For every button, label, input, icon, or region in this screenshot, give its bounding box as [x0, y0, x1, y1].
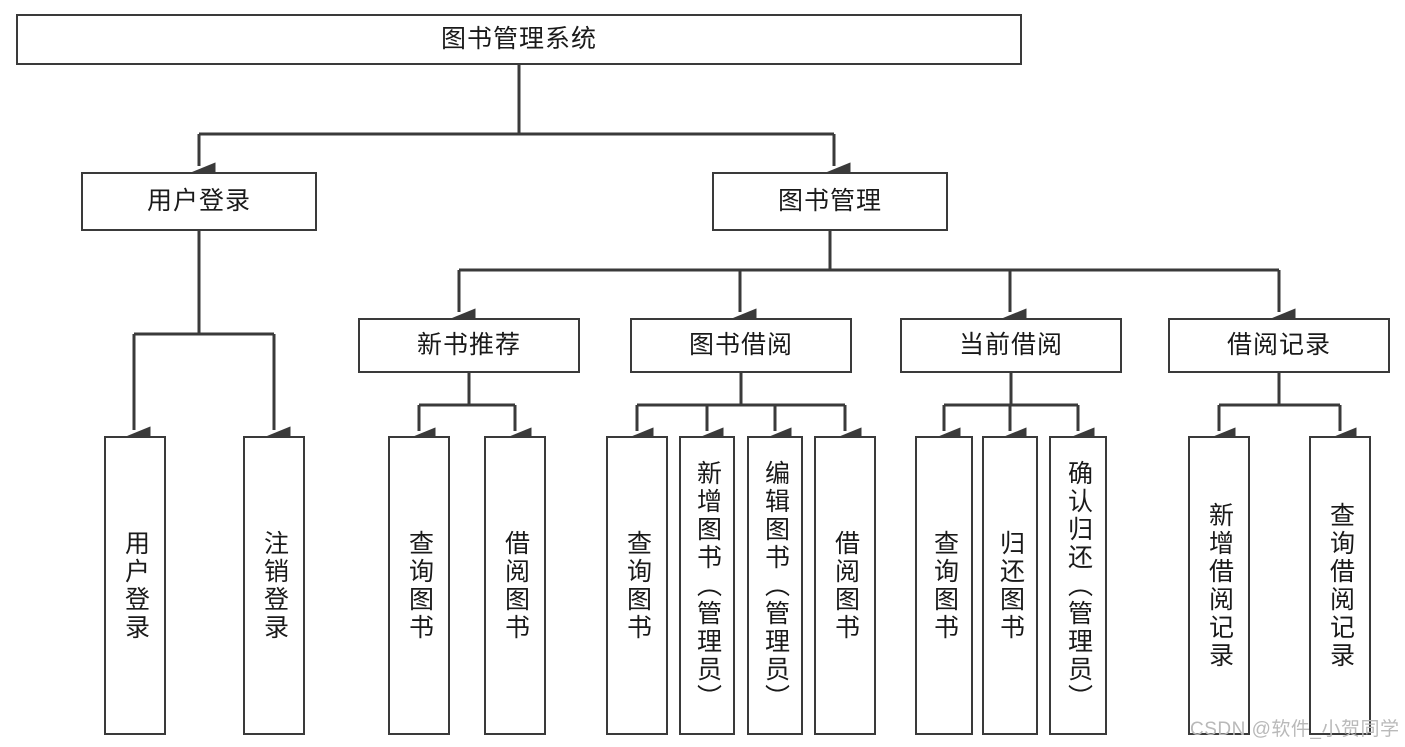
node-leaf-return-book-label: 归还图书: [996, 529, 1025, 642]
node-leaf-query-book-1[interactable]: 查询图书: [388, 436, 450, 735]
node-user-login-label: 用户登录: [146, 186, 251, 215]
node-leaf-confirm-return-label: 确认归还（管理员）: [1064, 459, 1093, 712]
node-leaf-query-book-2-label: 查询图书: [623, 529, 652, 642]
node-leaf-query-record[interactable]: 查询借阅记录: [1309, 436, 1371, 735]
node-leaf-query-record-label: 查询借阅记录: [1326, 501, 1355, 670]
node-leaf-add-book[interactable]: 新增图书（管理员）: [679, 436, 735, 735]
node-leaf-borrow-book-2[interactable]: 借阅图书: [814, 436, 876, 735]
node-new-book-rec-label: 新书推荐: [416, 330, 521, 359]
node-leaf-add-book-label: 新增图书（管理员）: [693, 459, 722, 712]
node-user-login[interactable]: 用户登录: [81, 172, 317, 231]
node-leaf-return-book[interactable]: 归还图书: [982, 436, 1038, 735]
node-new-book-rec[interactable]: 新书推荐: [358, 318, 580, 373]
node-leaf-user-login-label: 用户登录: [121, 529, 150, 642]
node-borrow-record-label: 借阅记录: [1226, 330, 1331, 359]
node-borrow-record[interactable]: 借阅记录: [1168, 318, 1390, 373]
node-leaf-borrow-book-2-label: 借阅图书: [831, 529, 860, 642]
node-leaf-query-book-2[interactable]: 查询图书: [606, 436, 668, 735]
node-leaf-borrow-book-1[interactable]: 借阅图书: [484, 436, 546, 735]
node-leaf-edit-book-label: 编辑图书（管理员）: [761, 459, 790, 712]
node-leaf-user-login[interactable]: 用户登录: [104, 436, 166, 735]
node-book-manage-label: 图书管理: [777, 186, 882, 215]
node-leaf-add-record-label: 新增借阅记录: [1205, 501, 1234, 670]
node-leaf-query-book-3-label: 查询图书: [930, 529, 959, 642]
node-leaf-add-record[interactable]: 新增借阅记录: [1188, 436, 1250, 735]
node-book-borrow[interactable]: 图书借阅: [630, 318, 852, 373]
node-current-borrow[interactable]: 当前借阅: [900, 318, 1122, 373]
node-leaf-edit-book[interactable]: 编辑图书（管理员）: [747, 436, 803, 735]
node-leaf-borrow-book-1-label: 借阅图书: [501, 529, 530, 642]
node-book-borrow-label: 图书借阅: [688, 330, 793, 359]
node-leaf-confirm-return[interactable]: 确认归还（管理员）: [1049, 436, 1107, 735]
node-root[interactable]: 图书管理系统: [16, 14, 1022, 65]
node-leaf-logout[interactable]: 注销登录: [243, 436, 305, 735]
node-root-label: 图书管理系统: [440, 24, 597, 53]
node-book-manage[interactable]: 图书管理: [712, 172, 948, 231]
node-current-borrow-label: 当前借阅: [958, 330, 1063, 359]
csdn-watermark: CSDN @软件_小贺同学: [1190, 719, 1400, 740]
node-leaf-query-book-3[interactable]: 查询图书: [915, 436, 973, 735]
node-leaf-query-book-1-label: 查询图书: [405, 529, 434, 642]
node-leaf-logout-label: 注销登录: [260, 529, 289, 642]
